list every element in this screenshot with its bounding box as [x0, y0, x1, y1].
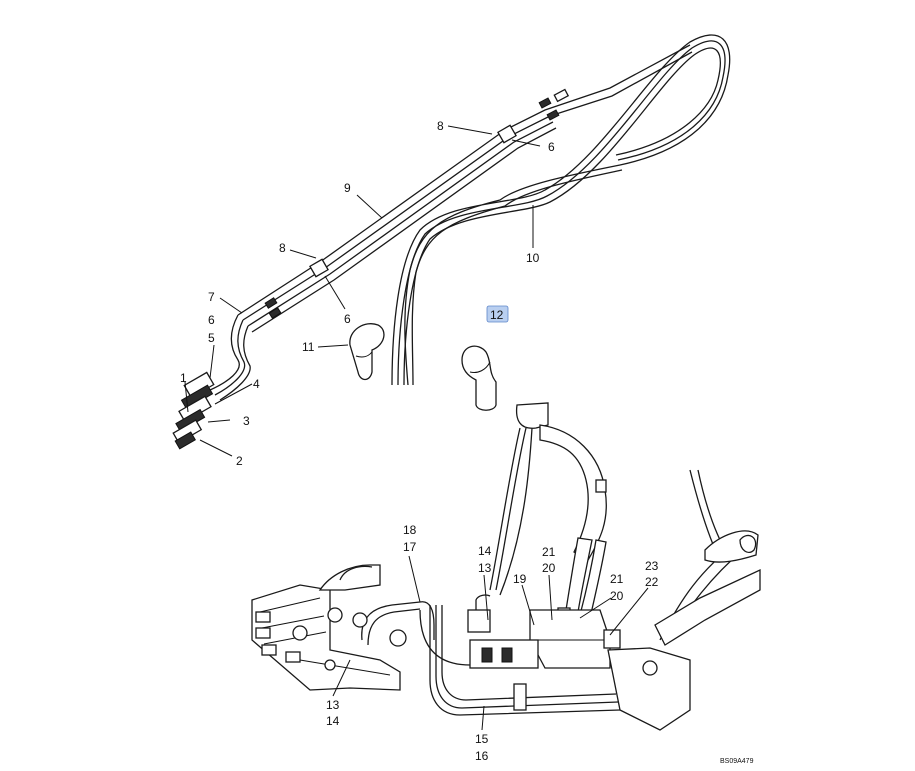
- solenoid-13-14: [467, 594, 539, 669]
- callout-11: 11: [302, 340, 315, 354]
- callout-13-lower: 13: [326, 698, 340, 712]
- callout-21-upper: 21: [542, 545, 556, 559]
- callout-8-upper: 8: [437, 119, 444, 133]
- callout-2: 2: [236, 454, 243, 468]
- steel-lines-9: [237, 44, 693, 333]
- right-valve-22-23: [603, 469, 761, 731]
- callout-19: 19: [513, 572, 527, 586]
- callouts: 1 2 3 4 5 6 6 6 7 8 8 9 10 11 12 13 13 1…: [180, 119, 659, 763]
- callout-21-lower: 21: [610, 572, 624, 586]
- callout-14-upper: 14: [478, 544, 492, 558]
- callout-10: 10: [526, 251, 540, 265]
- callout-3: 3: [243, 414, 250, 428]
- callout-6-mid: 6: [344, 312, 351, 326]
- handle-12: [461, 345, 497, 411]
- callout-1: 1: [180, 371, 187, 385]
- callout-9: 9: [344, 181, 351, 195]
- callout-14-lower: 14: [326, 714, 340, 728]
- hose-7: [209, 314, 251, 401]
- valve-block-19: [529, 609, 611, 669]
- callout-13-upper: 13: [478, 561, 492, 575]
- line-couplings: [264, 88, 570, 319]
- callout-12: 12: [490, 308, 504, 322]
- callout-23: 23: [645, 559, 659, 573]
- knob-11: [349, 323, 385, 381]
- callout-7: 7: [208, 290, 215, 304]
- hose-guide: [489, 402, 607, 596]
- leader-lines: [184, 125, 649, 731]
- hose-loop-10: [391, 34, 731, 386]
- fitting-stack-1-5: [172, 371, 215, 450]
- callout-6-left: 6: [208, 313, 215, 327]
- callout-8-lower: 8: [279, 241, 286, 255]
- callout-18: 18: [403, 523, 417, 537]
- reference-code: BS09A479: [720, 758, 754, 765]
- callout-20-upper: 20: [542, 561, 556, 575]
- callout-17: 17: [403, 540, 417, 554]
- callout-5: 5: [208, 331, 215, 345]
- pipes-15-16: [419, 605, 621, 716]
- callout-15: 15: [475, 732, 489, 746]
- callout-12-highlight: [486, 305, 509, 323]
- main-control-valve: [251, 564, 407, 691]
- callout-6-upper: 6: [548, 140, 555, 154]
- callout-20-lower: 20: [610, 589, 624, 603]
- callout-4: 4: [253, 377, 260, 391]
- clamp-6-upper: [497, 124, 517, 144]
- callout-16: 16: [475, 749, 489, 763]
- clamp-6-lower: [309, 258, 329, 278]
- callout-22: 22: [645, 575, 659, 589]
